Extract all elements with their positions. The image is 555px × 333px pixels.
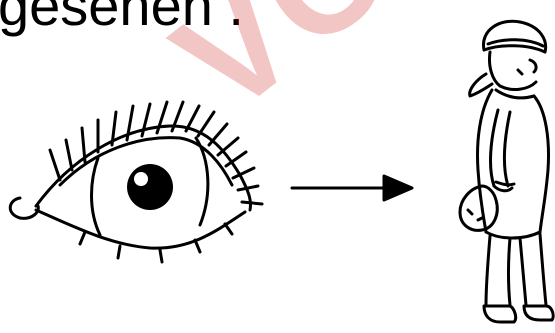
man-standing-icon: [460, 21, 553, 322]
eye-icon: [10, 102, 262, 262]
arrow-right-icon: [292, 176, 412, 200]
